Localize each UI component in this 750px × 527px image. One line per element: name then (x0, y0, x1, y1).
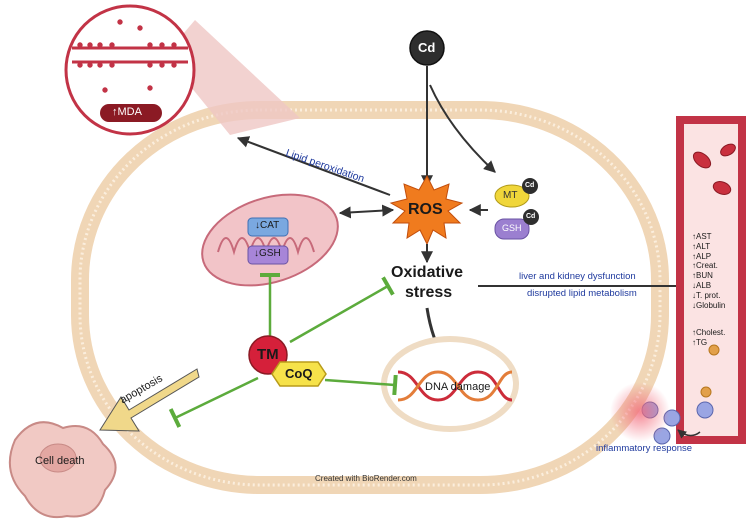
dead-cell-nucleus (39, 443, 77, 473)
mt-cd-ion (522, 178, 538, 194)
inhibit-coq-to-dna (324, 374, 398, 396)
gsh-cd-label: Cd (526, 213, 536, 220)
cell-membrane-inner-line (78, 108, 662, 487)
coq-hexagon (271, 361, 327, 387)
ros-label: ROS (408, 201, 443, 218)
gsh-protein-label: GSH (502, 223, 522, 233)
fat-droplets (700, 344, 720, 398)
lipid-metabolism-label: disrupted lipid metabolism (527, 288, 637, 299)
blood-markers-list: ↑AST↑ALT↑ALP↑Creat.↑BUN↓ALB↓T. prot.↓Glo… (692, 232, 725, 310)
dna-helix (397, 370, 513, 402)
arrow-ros-mito (338, 204, 395, 219)
cell-death-label: Cell death (35, 455, 85, 467)
inflammatory-response-label: inflammatory response (596, 443, 693, 454)
red-blood-cells (692, 143, 736, 195)
lipid-bilayer (72, 19, 188, 93)
mda-pill (100, 104, 162, 122)
gsh-protein (494, 218, 530, 240)
inhibit-tm-to-stress (289, 276, 395, 344)
inflammation-glow (610, 382, 670, 442)
tm-label: TM (257, 346, 279, 363)
lipid-markers-list: ↑Cholest.↑TG (692, 328, 725, 348)
gsh-mito-label: ↓GSH (254, 248, 281, 259)
blood-marker-item: ↑BUN (692, 271, 713, 281)
blood-marker-item: ↑AST (692, 232, 712, 241)
gsh-mito-box (247, 245, 289, 265)
blood-marker-item: ↓Globulin (692, 300, 726, 310)
cd-ion (409, 30, 445, 66)
coq-label: CoQ (285, 366, 313, 381)
arrow-cd-to-mt (429, 84, 496, 173)
blood-marker-item: ↑Creat. (692, 261, 718, 271)
organ-dysfunction-label: liver and kidney dysfunction (519, 271, 636, 282)
apoptosis-arrow-shape (99, 368, 200, 432)
arrow-vessel-to-inflammation (677, 429, 701, 439)
oxidative-stress-label-line2: stress (405, 284, 453, 301)
blood-marker-item: ↑TG (692, 337, 708, 347)
mt-protein (494, 184, 530, 208)
mt-label: MT (503, 190, 518, 201)
arrow-ros-to-membrane (236, 136, 391, 196)
membrane-zoom-inset (64, 4, 196, 136)
oxidative-stress-label-line1: Oxidative (391, 264, 464, 281)
gsh-cd-ion (523, 209, 539, 225)
blood-marker-item: ↓ALB (692, 280, 712, 290)
dna-damage-label: DNA damage (425, 381, 491, 393)
biorender-credit: Created with BioRender.com (315, 474, 417, 483)
cd-label: Cd (418, 40, 436, 55)
blood-vessel (676, 116, 746, 444)
mt-cd-label: Cd (525, 182, 535, 189)
cat-label: ↓CAT (255, 220, 280, 231)
blood-marker-item: ↓T. prot. (692, 290, 721, 300)
blood-marker-item: ↑ALP (692, 251, 712, 261)
zoom-cone (165, 20, 300, 135)
inhibit-tm-to-apoptosis (168, 376, 259, 428)
blood-marker-item: ↑ALT (692, 241, 711, 251)
blood-marker-item: ↑Cholest. (692, 328, 726, 337)
cat-box (247, 217, 289, 237)
mda-label: ↑MDA (112, 106, 142, 118)
